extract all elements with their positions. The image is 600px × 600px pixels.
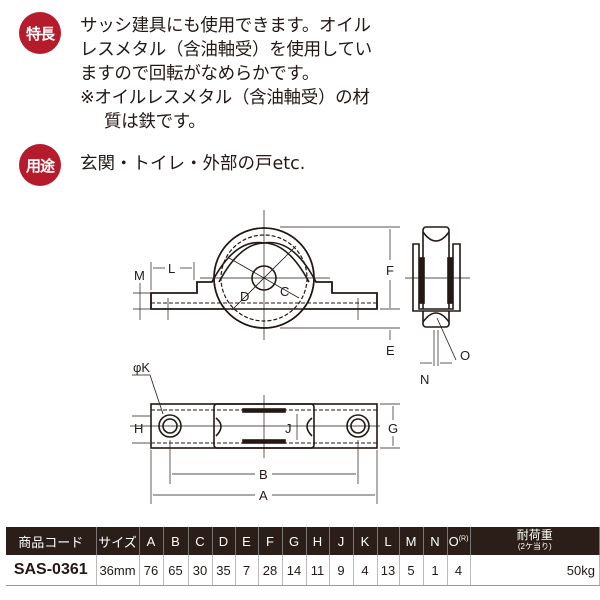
cell: 35: [212, 555, 236, 586]
spec-table: 商品コード サイズ A B C D E F G H J K L M N O(R)…: [6, 527, 600, 586]
label-e: E: [386, 343, 395, 358]
label-d: D: [240, 289, 249, 304]
table-header-row: 商品コード サイズ A B C D E F G H J K L M N O(R)…: [6, 527, 600, 555]
features-text: サッシ建具にも使用できます。オイル レスメタル（含油軸受）を使用してい ますので…: [80, 14, 372, 134]
table-row: SAS-0361 36mm 76 65 30 35 7 28 14 11 9 4…: [6, 555, 600, 586]
header-o-label: O: [448, 533, 459, 549]
cell: 65: [163, 555, 189, 586]
technical-drawing: M L D C F E O N φK H J G B A: [130, 210, 470, 504]
header-cell: 商品コード: [6, 527, 97, 555]
front-view: [133, 210, 400, 340]
side-view: [405, 226, 470, 366]
cell: 5: [399, 555, 424, 586]
header-cell: D: [212, 527, 236, 555]
label-c: C: [280, 284, 289, 299]
label-n: N: [420, 372, 429, 387]
cell: 7: [235, 555, 259, 586]
cell: 13: [377, 555, 400, 586]
header-cell: L: [377, 527, 400, 555]
cell: 4: [447, 555, 471, 586]
feature-line: レスメタル（含油軸受）を使用してい: [80, 40, 372, 60]
product-code: SAS-0361: [6, 555, 97, 586]
cell: 11: [306, 555, 330, 586]
cell: 28: [258, 555, 283, 586]
header-cell: K: [353, 527, 378, 555]
header-cell: E: [235, 527, 259, 555]
cell: 14: [282, 555, 307, 586]
features-badge: 特長: [19, 12, 61, 54]
header-cell-load: 耐荷重(2ケ当り): [470, 527, 600, 555]
header-cell: N: [423, 527, 448, 555]
usage-badge: 用途: [19, 144, 61, 186]
label-k: φK: [133, 360, 150, 375]
label-l: L: [168, 261, 175, 276]
label-j: J: [285, 421, 292, 436]
header-cell: H: [306, 527, 330, 555]
header-cell: G: [282, 527, 307, 555]
header-cell: F: [258, 527, 283, 555]
header-cell: サイズ: [96, 527, 140, 555]
load-sub: (2ケ当り): [517, 542, 552, 551]
header-cell: B: [163, 527, 189, 555]
label-a: A: [259, 488, 268, 503]
header-cell: M: [399, 527, 424, 555]
header-cell: J: [329, 527, 354, 555]
cell: 1: [423, 555, 448, 586]
cell: 76: [139, 555, 164, 586]
cell: 30: [188, 555, 213, 586]
header-cell: C: [188, 527, 213, 555]
usage-text: 玄関・トイレ・外部の戸etc.: [80, 154, 306, 174]
load-cell: 50kg: [470, 555, 600, 586]
load-header: 耐荷重: [516, 528, 553, 542]
cell: 36mm: [96, 555, 140, 586]
label-m: M: [134, 268, 145, 283]
label-f: F: [386, 263, 394, 278]
header-o-sup: (R): [458, 535, 469, 543]
top-view: [130, 374, 400, 504]
feature-line: 質は鉄です。: [104, 112, 206, 132]
cell: 9: [329, 555, 354, 586]
label-o: O: [460, 348, 470, 363]
cell: 4: [353, 555, 378, 586]
label-h: H: [134, 421, 143, 436]
feature-line: サッシ建具にも使用できます。オイル: [80, 16, 371, 36]
label-g: G: [388, 421, 398, 436]
feature-line: ※オイルレスメタル（含油軸受）の材: [80, 88, 370, 108]
header-cell-o: O(R): [447, 527, 471, 555]
feature-line: ますので回転がなめらかです。: [80, 64, 320, 84]
label-b: B: [259, 467, 268, 482]
header-cell: A: [139, 527, 164, 555]
